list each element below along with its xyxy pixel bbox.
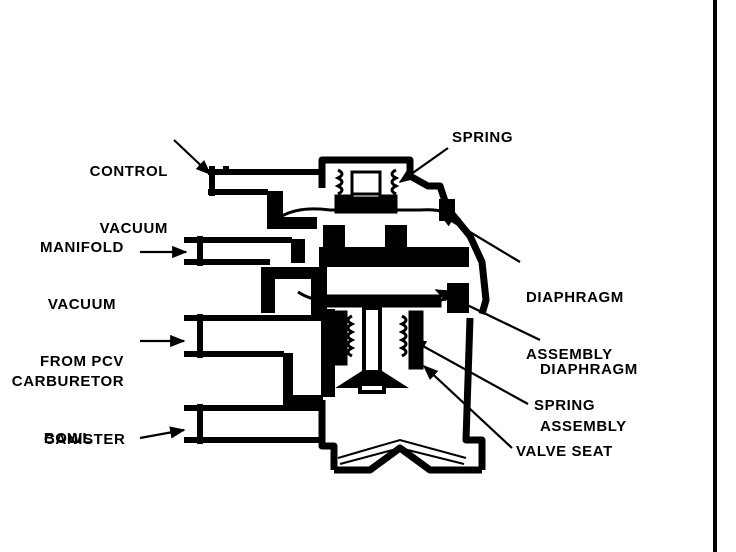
label-spring-bottom: SPRING — [534, 397, 596, 414]
label-spring-top: SPRING — [452, 129, 514, 146]
bottom-chamber — [337, 438, 467, 465]
label-line: VACUUM — [99, 220, 168, 237]
internal-walls — [261, 191, 469, 409]
label-manifold-vacuum: MANIFOLD VACUUM FROM PCV — [24, 200, 140, 409]
upper-spring — [334, 168, 400, 196]
label-line: VACUUM — [47, 296, 117, 313]
label-line: MANIFOLD — [40, 239, 124, 256]
label-valve-seat: VALVE SEAT — [516, 443, 613, 460]
label-canister: CANISTER — [44, 431, 126, 448]
label-diaphragm-upper: DIAPHRAGM ASSEMBLY — [526, 250, 624, 402]
label-diaphragm-lower: DIAPHRAGM ASSEMBLY — [540, 322, 638, 474]
label-line: BOWL — [43, 430, 93, 447]
valve-stem — [335, 306, 409, 394]
port-tubes — [184, 166, 322, 444]
leader-arrows — [139, 139, 541, 449]
label-line: ASSEMBLY — [540, 418, 627, 435]
label-line: DIAPHRAGM — [526, 289, 624, 306]
label-control-vacuum: CONTROL VACUUM — [58, 124, 168, 276]
label-line: CARBURETOR — [11, 373, 125, 390]
label-line: CONTROL — [89, 163, 168, 180]
label-line: FROM PCV — [40, 353, 124, 370]
label-carburetor-bowl: CARBURETOR BOWL — [0, 334, 136, 486]
label-line: ASSEMBLY — [526, 346, 613, 363]
page-edge-rule — [713, 0, 717, 552]
label-line: DIAPHRAGM — [540, 361, 638, 378]
